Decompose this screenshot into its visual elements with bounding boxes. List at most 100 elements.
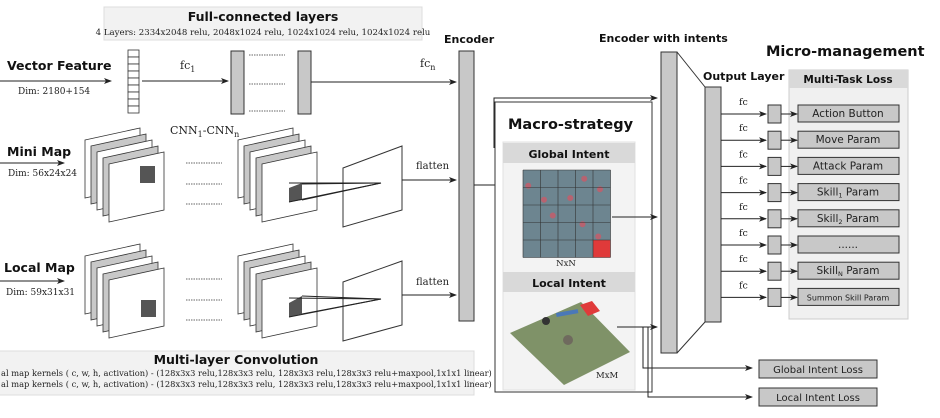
task-label: Skill2 Param (817, 213, 879, 226)
minimap-flatten-label: flatten (416, 161, 450, 172)
fc-label: fc (739, 97, 748, 108)
minimap-conv-ellipsis (186, 162, 222, 205)
feature-map (261, 151, 318, 223)
output-layer (704, 86, 722, 323)
task-label: Skill1 Param (817, 187, 879, 200)
task-label: ...... (838, 239, 858, 251)
fc-label: fc (739, 123, 748, 134)
task-box (797, 235, 900, 254)
unit-marker (541, 196, 547, 203)
task-fc-unit (767, 183, 782, 203)
vector-dim: Dim: 2180+154 (18, 87, 90, 97)
grid-size-label: NxN (556, 259, 576, 269)
fc-layer-1 (230, 50, 245, 115)
conv-heading: Multi-layer Convolution (154, 352, 319, 367)
fc-info-box: Full-connected layers 4 Layers: 2334x204… (96, 6, 431, 41)
task-box (797, 261, 900, 280)
fc-detail: 4 Layers: 2334x2048 relu, 2048x1024 relu… (96, 28, 431, 38)
macro-heading: Macro-strategy (508, 117, 634, 133)
multi-task-loss-heading: Multi-Task Loss (803, 74, 892, 86)
unit-marker (549, 212, 556, 219)
task-label: Attack Param (813, 160, 883, 172)
global-intent-loss-arrow (617, 326, 753, 371)
minimap-conv-stack-first (84, 127, 165, 223)
fc-label: fc (739, 254, 748, 265)
fc-label: fc (739, 280, 748, 291)
kernel-patch (140, 166, 155, 183)
encoder-intents-layer (660, 51, 678, 354)
fc1-label: fc1 (180, 59, 195, 74)
local-intent-loss-label: Local Intent Loss (776, 393, 860, 404)
task-label: Move Param (816, 134, 881, 146)
task-fc-unit (767, 261, 782, 281)
conv-info-box: Multi-layer Convolution al map kernels (… (0, 350, 492, 396)
vector-cell (127, 49, 140, 58)
macro-strategy-panel: Macro-strategy Global Intent NxN Local I… (494, 101, 653, 393)
task-box (797, 183, 900, 202)
task-fc-unit (767, 156, 782, 176)
fc-label: fc (739, 228, 748, 239)
funnel-bottom-line (676, 321, 706, 354)
vector-feature-input: Vector Feature Dim: 2180+154 (0, 58, 112, 97)
fcn-label: fcn (420, 57, 435, 72)
fc-label: fc (739, 202, 748, 213)
selected-cell (593, 240, 611, 258)
global-intent-loss-label: Global Intent Loss (773, 365, 863, 376)
local-size-label: MxM (596, 371, 618, 381)
localmap-conv-ellipsis (186, 278, 222, 321)
task-fc-unit (767, 130, 782, 150)
vector-feature-label: Vector Feature (7, 58, 111, 73)
unit-marker (581, 175, 588, 182)
local-intent-heading: Local Intent (532, 277, 606, 290)
conv-detail-1: al map kernels ( c, w, h, activation) - … (1, 368, 492, 378)
kernel-patch (141, 300, 156, 317)
vector-cell (127, 77, 140, 86)
task-box (797, 287, 900, 306)
global-intent-loss-box: Global Intent Loss (758, 359, 878, 379)
task-box (797, 104, 900, 123)
task-fc-unit (767, 104, 782, 124)
vector-cell (127, 70, 140, 79)
localmap-conv-stack-last (237, 243, 318, 339)
fc-ellipsis (249, 54, 285, 112)
unit-marker (567, 195, 574, 201)
vector-cell (127, 63, 140, 72)
fc-label: fc (739, 149, 748, 160)
minimap-conv-stack-last (237, 127, 318, 223)
localmap-conv-stack-first (84, 243, 165, 339)
task-fc-unit (767, 209, 782, 229)
minimap-label: Mini Map (7, 144, 71, 159)
task-box (797, 130, 900, 149)
unit-marker (595, 233, 602, 240)
encoder-layer (458, 50, 475, 322)
global-intent-heading: Global Intent (529, 148, 610, 161)
encoder-to-intents-arrow (493, 95, 658, 148)
task-label: Action Button (812, 108, 883, 120)
fc-layer-n (297, 50, 312, 115)
vector-input-cells (127, 49, 140, 114)
global-intent-grid (522, 169, 611, 258)
local-intent-map (510, 301, 630, 385)
localmap-flatten-plane (288, 260, 403, 342)
task-box (797, 156, 900, 175)
micro-heading: Micro-management (766, 44, 925, 60)
unit-marker (597, 186, 603, 193)
vector-cell (127, 105, 140, 114)
minimap-dim: Dim: 56x24x24 (8, 169, 77, 179)
fc-label: fc (739, 176, 748, 187)
task-box (797, 209, 900, 228)
vector-cell (127, 98, 140, 107)
task-label: Summon Skill Param (807, 293, 890, 302)
fc-heading: Full-connected layers (188, 9, 339, 24)
feature-map (108, 267, 165, 339)
minimap-flatten-plane (288, 145, 403, 228)
